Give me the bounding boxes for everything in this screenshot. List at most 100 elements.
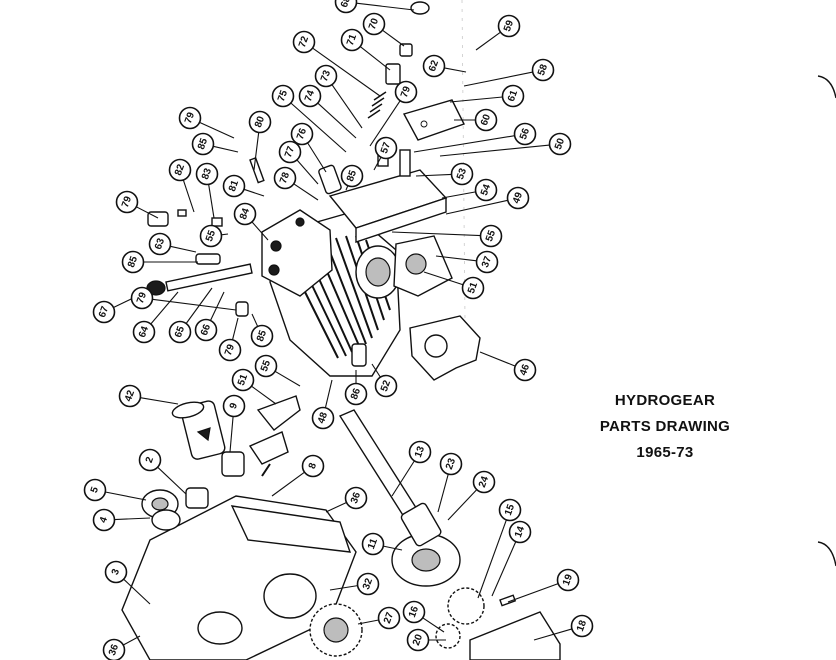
callout-number: 51	[236, 372, 250, 387]
title-line-2: PARTS DRAWING	[599, 418, 731, 435]
callout-number: 4	[98, 515, 110, 524]
leader-line	[373, 156, 382, 171]
leader-line	[444, 67, 467, 73]
callout-circle	[474, 108, 498, 132]
leader-line	[312, 47, 381, 97]
callout-83: 83	[195, 162, 219, 186]
callout-circle	[422, 54, 446, 78]
callout-circle	[178, 106, 202, 130]
callout-circle	[497, 14, 521, 38]
callout-number: 13	[413, 444, 427, 459]
leader-line	[123, 578, 151, 605]
callout-32: 32	[356, 572, 380, 596]
callout-circle	[231, 368, 255, 392]
callout-circle	[340, 28, 364, 52]
callout-number: 42	[123, 388, 137, 403]
callout-number: 57	[379, 140, 393, 155]
callout-number: 18	[575, 618, 589, 633]
fold-line	[461, 0, 466, 321]
callout-50: 50	[548, 132, 572, 156]
leader-line	[251, 221, 269, 241]
callout-circle	[191, 132, 215, 156]
callout-20: 20	[406, 628, 430, 652]
leader-line	[491, 541, 517, 597]
gearbox-housing	[121, 495, 357, 660]
callout-63: 63	[148, 232, 172, 256]
callout-85: 85	[191, 132, 215, 156]
leader-line	[391, 231, 481, 237]
callout-number: 11	[366, 537, 380, 551]
callout-72: 72	[292, 30, 316, 54]
callout-37: 37	[475, 250, 499, 274]
tube-and-bearing	[171, 400, 245, 477]
callout-51: 51	[461, 276, 485, 300]
callout-52: 52	[374, 374, 398, 398]
bearings	[141, 487, 209, 531]
callout-5: 5	[83, 478, 107, 502]
callout-number: 75	[276, 88, 290, 103]
callout-48: 48	[311, 406, 335, 430]
callout-82: 82	[168, 158, 192, 182]
callout-4: 4	[92, 508, 116, 532]
leader-line	[533, 628, 573, 641]
leader-line	[324, 379, 333, 408]
callout-number: 79	[183, 110, 197, 125]
callout-number: 32	[361, 576, 375, 591]
drawing-title: HYDROGEAR PARTS DRAWING 1965-73	[580, 388, 750, 466]
leader-line	[391, 460, 415, 497]
callout-75: 75	[271, 84, 295, 108]
leader-line	[479, 351, 516, 367]
callout-number: 63	[153, 236, 167, 251]
callout-65: 65	[168, 320, 192, 344]
callout-circle	[218, 338, 242, 362]
callout-circle	[102, 638, 126, 660]
callout-circle	[92, 508, 116, 532]
callout-number: 81	[227, 178, 241, 193]
callout-number: 85	[255, 328, 269, 343]
callout-15: 15	[498, 498, 522, 522]
callout-number: 85	[126, 254, 140, 269]
callout-number: 70	[367, 16, 381, 31]
callout-number: 85	[345, 168, 359, 183]
callout-circle	[199, 224, 223, 248]
callout-circle	[340, 164, 364, 188]
leader-line	[290, 102, 347, 153]
callout-56: 56	[513, 122, 537, 146]
callout-circle	[115, 190, 139, 214]
leader-line	[271, 471, 305, 497]
leader-line	[369, 100, 401, 147]
leader-line	[122, 635, 141, 646]
leader-line	[274, 370, 301, 387]
callout-circle	[475, 250, 499, 274]
side-plate	[393, 235, 453, 297]
leader-line	[229, 416, 234, 453]
callout-circle	[408, 440, 432, 464]
leader-line	[413, 135, 515, 153]
leader-line	[307, 142, 327, 173]
leader-line	[437, 473, 449, 513]
callout-number: 14	[513, 524, 527, 539]
callout-circle	[118, 384, 142, 408]
leader-line	[423, 271, 464, 286]
leader-line	[359, 46, 391, 71]
callout-number: 74	[303, 88, 317, 103]
callout-85: 85	[121, 250, 145, 274]
leader-line	[441, 191, 476, 199]
callout-number: 77	[283, 144, 297, 159]
callout-number: 54	[479, 182, 493, 197]
callout-79: 79	[115, 190, 139, 214]
callout-51: 51	[231, 368, 255, 392]
callout-79: 79	[178, 106, 202, 130]
page-edge-mark-top	[817, 75, 836, 99]
callout-number: 46	[518, 362, 532, 377]
callout-67: 67	[92, 300, 116, 324]
callout-circle	[394, 80, 418, 104]
callout-number: 24	[477, 474, 491, 489]
callout-number: 86	[349, 386, 363, 401]
callout-number: 50	[553, 136, 567, 151]
callout-circle	[498, 498, 522, 522]
callout-circle	[301, 454, 325, 478]
callout-circle	[273, 166, 297, 190]
